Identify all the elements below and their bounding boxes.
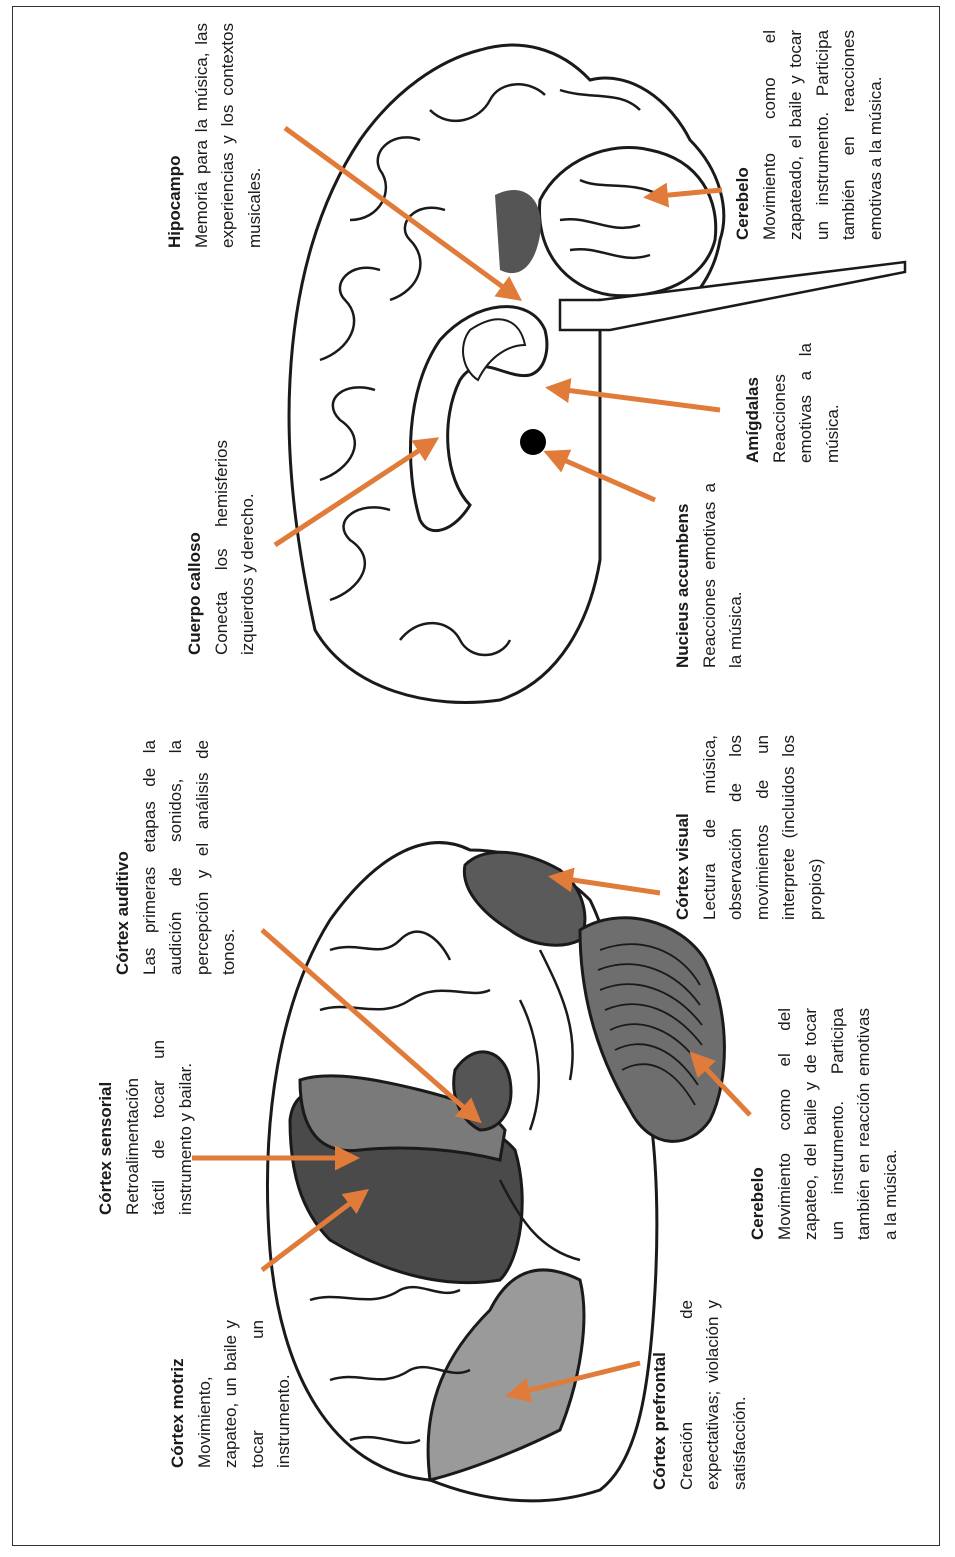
nucleus-accumbens-title: Nucieus accumbens (670, 483, 697, 668)
cortex-auditivo-text: Las primeras etapas de la audición de so… (137, 740, 243, 975)
cerebelo-medial-text: Movimiento como el zapateado, el baile y… (757, 30, 890, 240)
nucleus-accumbens-text: Reacciones emotivas a la música. (697, 483, 750, 668)
cerebelo-medial-title: Cerebelo (730, 30, 757, 240)
amigdalas-text: Reacciones emotivas a la música. (767, 343, 847, 463)
cortex-motriz-title: Córtex motriz (165, 1320, 192, 1468)
label-cortex-auditivo: Córtex auditivo Las primeras etapas de l… (110, 740, 243, 975)
hipocampo-text: Memoria para la música, las experiencias… (189, 23, 269, 248)
nucleus-accumbens-dot (520, 429, 546, 455)
label-cuerpo-calloso: Cuerpo calloso Conecta los hemisferios i… (182, 440, 262, 655)
cuerpo-calloso-text: Conecta los hemisferios izquierdos y der… (209, 440, 262, 655)
cuerpo-calloso-title: Cuerpo calloso (182, 440, 209, 655)
label-cerebelo-lateral: Cerebelo Movimiento como el del zapateo,… (745, 1008, 904, 1240)
label-cortex-motriz: Córtex motriz Movimiento, zapateo, un ba… (165, 1320, 298, 1468)
cortex-prefrontal-title: Córtex prefrontal (647, 1300, 674, 1490)
cortex-auditivo-title: Córtex auditivo (110, 740, 137, 975)
cortex-sensorial-text: Retroalimentación táctil de tocar un ins… (120, 1040, 200, 1215)
cortex-prefrontal-text: Creación de expectativas; violación y sa… (674, 1300, 754, 1490)
label-cortex-sensorial: Córtex sensorial Retroalimentación tácti… (93, 1040, 199, 1215)
label-nucleus-accumbens: Nucieus accumbens Reacciones emotivas a … (670, 483, 750, 668)
label-amigdalas: Amígdalas Reacciones emotivas a la músic… (740, 343, 846, 463)
label-cortex-prefrontal: Córtex prefrontal Creación de expectativ… (647, 1300, 753, 1490)
cortex-visual-text: Lectura de música, observación de los mo… (697, 735, 830, 920)
cortex-motriz-text: Movimiento, zapateo, un baile y tocar un… (192, 1320, 298, 1468)
label-hipocampo: Hipocampo Memoria para la música, las ex… (162, 23, 268, 248)
cortex-sensorial-title: Córtex sensorial (93, 1040, 120, 1215)
cerebelo-lateral-text: Movimiento como el del zapateo, del bail… (772, 1008, 905, 1240)
label-cortex-visual: Córtex visual Lectura de música, observa… (670, 735, 829, 920)
cortex-visual-title: Córtex visual (670, 735, 697, 920)
label-cerebelo-medial: Cerebelo Movimiento como el zapateado, e… (730, 30, 889, 240)
cerebelo-lateral-title: Cerebelo (745, 1008, 772, 1240)
hipocampo-title: Hipocampo (162, 23, 189, 248)
amigdalas-title: Amígdalas (740, 343, 767, 463)
medial-cerebellum (539, 147, 715, 295)
